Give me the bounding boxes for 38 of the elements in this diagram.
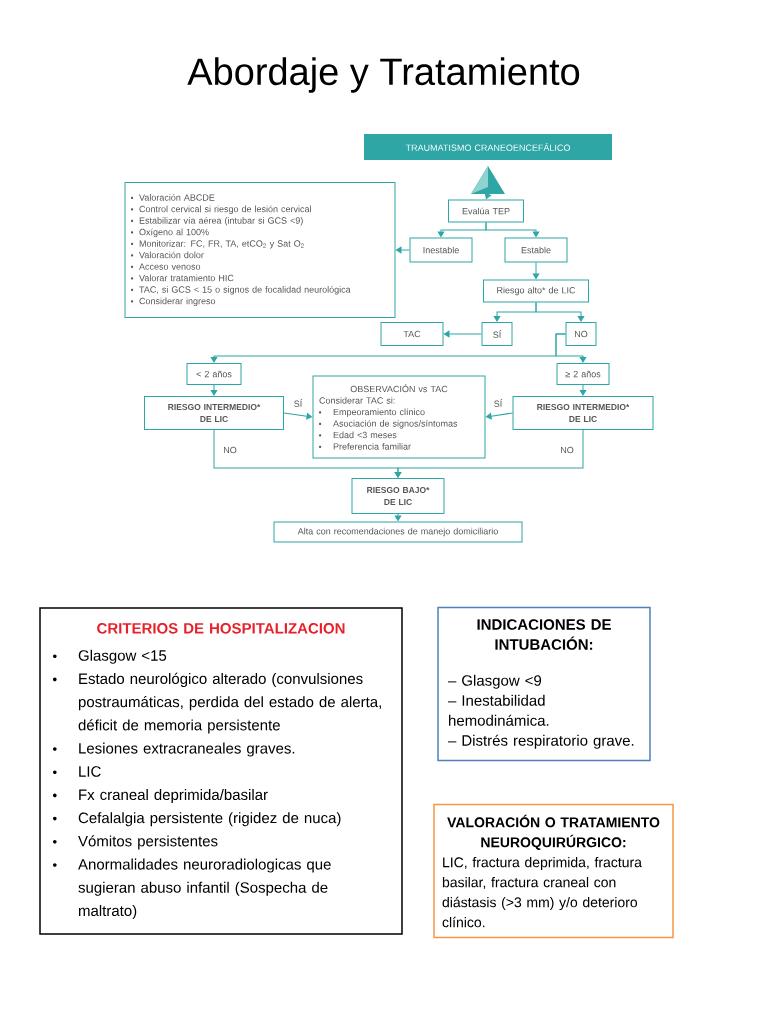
arrow — [555, 333, 587, 363]
process-box: RIESGO INTERMEDIO* DE LIC — [512, 396, 654, 430]
process-box: SÍ — [481, 322, 513, 346]
arrow — [579, 384, 587, 396]
process-box: Inestable — [409, 237, 473, 263]
process-box: ≥ 2 años — [556, 363, 610, 385]
process-box: RIESGO BAJO* DE LIC — [351, 478, 445, 514]
edge-label: NO — [222, 445, 238, 455]
edge-label: NO — [559, 445, 575, 455]
title: Abordaje y Tratamiento — [187, 57, 580, 93]
list-box: OBSERVACIÓN vs TAC Considerar TAC si: Empeoramiento clínico Asociación de signos/síntomas Edad <3 meses Preferencia familiar — [312, 375, 486, 459]
process-box: Riesgo alto* de LIC — [483, 279, 589, 303]
list-box: Valoración ABCDE Control cervical si riesgo de lesión cervical Estabilizar vía aérea (intubar si GCS <9) Oxígeno al 100% Monitorizar: FC, FR, TA, etCO$_{2}$ y Sat O$_{2}$ Valoración dolor Acceso venoso Valorar tratamiento HIC TAC, si GCS < 15 o signos de focalidad neurológica Considerar ingreso — [124, 182, 396, 318]
edge-label: SÍ — [492, 398, 504, 408]
arrow — [394, 513, 402, 521]
arrow — [532, 262, 540, 279]
arrow — [444, 330, 482, 338]
process-box: NO — [565, 322, 597, 346]
process-box: Estable — [504, 237, 568, 263]
info-box: INDICACIONES DE INTUBACIÓN: – Glasgow <9 – Inestabilidad hemodinámica. – Distrés respiratorio grave. — [437, 606, 651, 762]
arrow — [486, 412, 513, 420]
arrow — [210, 384, 218, 396]
arrow — [535, 302, 585, 322]
info-box: CRITERIOS DE HOSPITALIZACION Glasgow <15 Estado neurológico alterado (convulsiones postraumáticas, perdida del estado de alerta, déficit de memoria persistente Lesiones extracraneales graves. LIC Fx craneal deprimida/basilar Cefalalgia persistente (rigidez de nuca) Vómitos persistentes Anormalidades neuroradiologicas que sugieran abuso infantil (Sospecha de maltrato) — [39, 607, 403, 935]
arrow — [396, 246, 410, 254]
process-box: RIESGO INTERMEDIO* DE LIC — [144, 396, 284, 430]
process-box: < 2 años — [186, 363, 242, 385]
arrow — [484, 192, 491, 200]
process-box: Evalúa TEP — [448, 199, 524, 223]
triangle-marker — [471, 166, 505, 194]
arrow — [485, 222, 540, 237]
header-box: TRAUMATISMO CRANEOENCEFÁLICO — [364, 134, 612, 160]
edge-label: SÍ — [292, 398, 304, 408]
info-box: VALORACIÓN O TRATAMIENTO NEUROQUIRÚRGICO: LIC, fractura deprimida, fractura basilar, fractura craneal con diástasis (>3 mm) y/o deterioro clínico. — [433, 803, 674, 939]
arrow — [394, 429, 584, 478]
arrow — [283, 412, 312, 420]
process-box: TAC — [380, 322, 444, 346]
process-box: Alta con recomendaciones de manejo domiciliario — [273, 521, 523, 543]
